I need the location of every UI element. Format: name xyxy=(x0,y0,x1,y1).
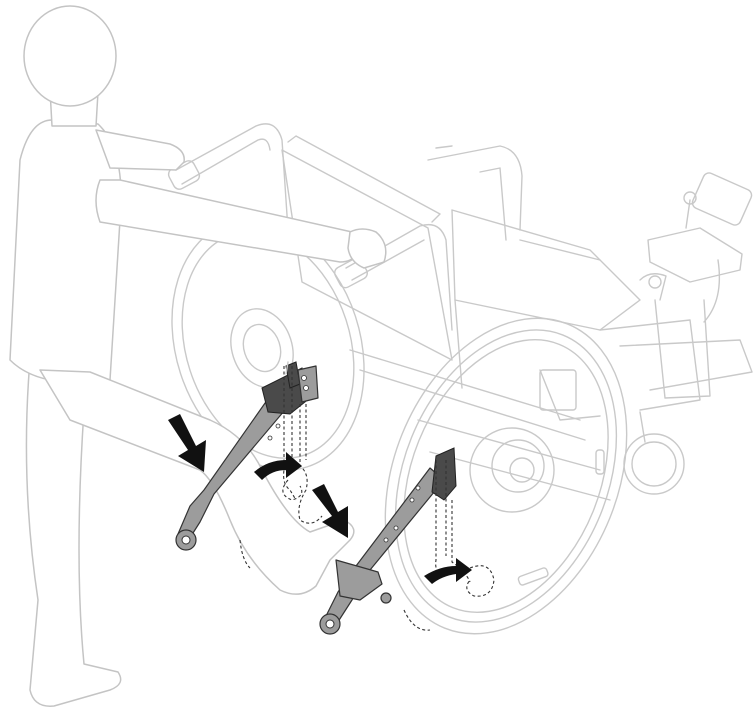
figure-kicking-leg xyxy=(40,370,354,594)
figure-hand xyxy=(348,229,386,268)
seat-frame xyxy=(350,210,752,440)
figure-back-arm xyxy=(96,130,184,170)
front-wheel xyxy=(341,282,672,670)
figure-head xyxy=(24,6,116,126)
front-caster xyxy=(624,412,684,494)
joystick-controller xyxy=(640,171,753,322)
curved-arrow-icon xyxy=(424,558,472,584)
figure-front-arm xyxy=(96,180,358,262)
attendant-figure xyxy=(10,6,386,706)
figure-torso xyxy=(10,120,121,383)
